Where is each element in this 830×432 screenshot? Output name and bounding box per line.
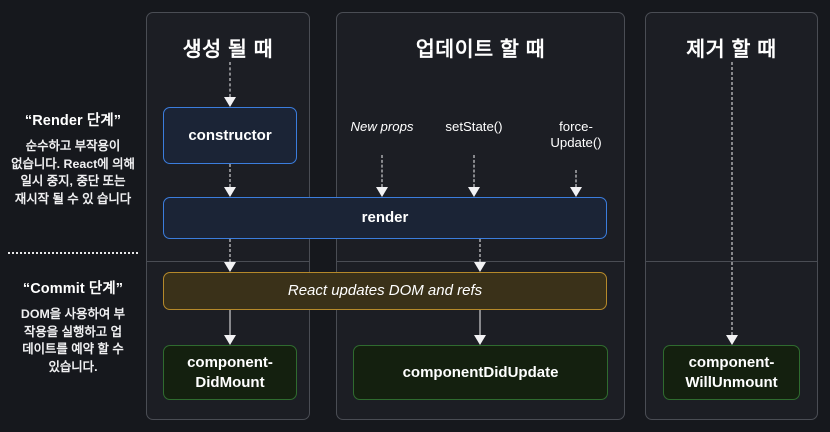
lifecycle-box-react-updates-dom-and-refs[interactable]: React updates DOM and refs <box>163 272 607 310</box>
arrow-react-updates-to-component-did-update <box>474 310 486 345</box>
panel-mounting-phase-divider <box>147 261 309 262</box>
lifecycle-box-component-did-update[interactable]: componentDidUpdate <box>353 345 608 400</box>
trigger-label-set-state: setState() <box>445 119 503 134</box>
arrow-react-updates-to-component-did-mount <box>224 310 236 345</box>
panel-mounting-title: 생성 될 때 <box>182 38 274 61</box>
phase-legend-sidebar: “Render 단계” 순수하고 부작용이 없습니다. React에 의해 일시… <box>0 0 146 432</box>
legend-render-phase-title: “Render 단계” <box>24 113 122 129</box>
legend-commit-phase-description: DOM을 사용하여 부 작용을 실행하고 업 데이트를 예약 할 수 있습니다. <box>20 307 126 374</box>
arrow-render-to-react-updates-updating <box>474 239 486 272</box>
trigger-label-force-update: force-Update() <box>550 119 602 150</box>
legend-dotted-divider <box>8 252 138 254</box>
arrow-render-to-react-updates-mounting <box>224 239 236 272</box>
legend-render-phase-description: 순수하고 부작용이 없습니다. React에 의해 일시 중지, 중단 또는 재… <box>11 139 135 206</box>
lifecycle-box-component-will-unmount[interactable]: component-WillUnmount <box>663 345 800 400</box>
arrow-set-state-to-render <box>468 155 480 197</box>
legend-commit-phase-title: “Commit 단계” <box>22 281 124 297</box>
panel-unmounting-title: 제거 할 때 <box>686 38 777 61</box>
arrow-constructor-to-render <box>224 164 236 197</box>
trigger-label-new-props: New props <box>350 119 414 134</box>
arrow-new-props-to-render <box>376 155 388 197</box>
legend-render-phase: “Render 단계” 순수하고 부작용이 없습니다. React에 의해 일시… <box>0 112 146 208</box>
lifecycle-box-component-did-mount[interactable]: component-DidMount <box>163 345 297 400</box>
legend-commit-phase: “Commit 단계” DOM을 사용하여 부 작용을 실행하고 업 데이트를 … <box>0 280 146 376</box>
arrow-force-update-to-render <box>570 170 582 197</box>
panel-updating-title: 업데이트 할 때 <box>415 38 546 61</box>
arrow-title-to-component-will-unmount <box>726 62 738 345</box>
arrow-title-to-constructor <box>224 62 236 107</box>
panel-updating-phase-divider <box>337 261 624 262</box>
lifecycle-box-constructor[interactable]: constructor <box>163 107 297 164</box>
lifecycle-box-render[interactable]: render <box>163 197 607 239</box>
